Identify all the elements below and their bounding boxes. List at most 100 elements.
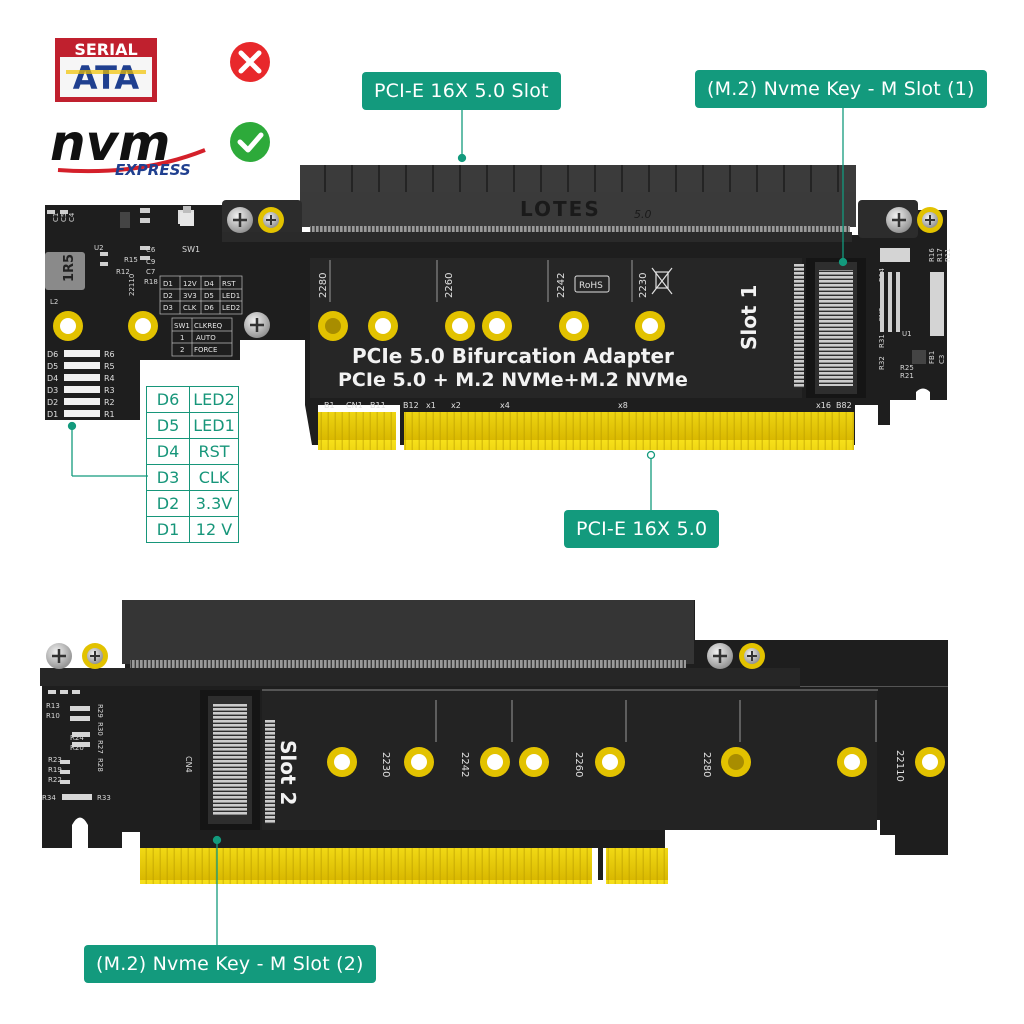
standoff-holes-bottom	[327, 747, 945, 777]
svg-text:C1: C1	[52, 213, 60, 222]
svg-text:LED2: LED2	[222, 304, 240, 312]
svg-text:R3: R3	[104, 386, 115, 395]
svg-text:x16: x16	[816, 401, 831, 410]
svg-text:B82: B82	[836, 401, 852, 410]
svg-text:C9: C9	[146, 258, 155, 266]
svg-text:D5: D5	[47, 362, 58, 371]
svg-text:22110: 22110	[128, 274, 136, 296]
svg-text:D1: D1	[163, 280, 173, 288]
led-id: D5	[146, 412, 190, 439]
pcie-gold-fingers-bottom-x16	[140, 848, 592, 884]
svg-text:x8: x8	[618, 401, 628, 410]
silk-clkreq-table: SW1 CLKREQ 1 AUTO 2 FORCE	[171, 317, 233, 357]
svg-text:R32: R32	[878, 356, 886, 370]
svg-text:R27: R27	[96, 740, 104, 754]
svg-text:L2: L2	[50, 298, 58, 306]
sata-logo: SERIAL ATA	[55, 38, 157, 102]
svg-text:R29: R29	[96, 704, 104, 718]
svg-text:R21: R21	[900, 372, 914, 380]
svg-text:D3: D3	[163, 304, 173, 312]
led-array: D6 D5 D4 D3 D2 D1 R6 R5 R4 R3 R2 R1	[47, 350, 115, 419]
svg-text:R24: R24	[70, 734, 84, 742]
svg-text:R13: R13	[46, 702, 60, 710]
m2-connector-slot1	[794, 258, 866, 398]
svg-text:2242: 2242	[556, 273, 567, 298]
svg-text:CLKREQ: CLKREQ	[194, 322, 223, 330]
svg-text:D4: D4	[204, 280, 214, 288]
svg-text:C3: C3	[938, 355, 946, 364]
led-function: 3.3V	[189, 490, 239, 517]
svg-text:U2: U2	[94, 244, 104, 252]
svg-text:R16: R16	[928, 248, 936, 262]
svg-text:FORCE: FORCE	[194, 346, 217, 354]
svg-text:D2: D2	[163, 292, 173, 300]
silk-led-table: D1 12V D4 RST D2 3V3 D5 LED1 D3 CLK D6 L…	[159, 275, 243, 315]
slot2-label: Slot 2	[276, 740, 300, 805]
svg-text:R31: R31	[878, 334, 886, 348]
led-id: D4	[146, 438, 190, 465]
callout-m2-slot2: (M.2) Nvme Key - M Slot (2)	[84, 945, 376, 983]
dip-switch-sw1: SW1	[180, 206, 200, 254]
svg-text:RoHS: RoHS	[579, 281, 603, 291]
svg-text:B11: B11	[370, 401, 386, 410]
callout-m2-slot1: (M.2) Nvme Key - M Slot (1)	[695, 70, 987, 108]
check-icon	[230, 122, 270, 162]
svg-text:ATA: ATA	[73, 59, 140, 97]
svg-text:R28: R28	[96, 758, 104, 772]
led-function: LED2	[189, 386, 239, 413]
svg-text:SERIAL: SERIAL	[74, 40, 137, 59]
pcie-gold-fingers-x16	[404, 412, 854, 450]
led-function: CLK	[189, 464, 239, 491]
svg-text:R19: R19	[48, 766, 62, 774]
adapter-title-line2: PCIe 5.0 + M.2 NVMe+M.2 NVMe	[338, 369, 688, 391]
bottom-adapter-board: Slot 2 CN4 2230 2242 2260 2280 22110	[40, 600, 948, 884]
svg-text:R20: R20	[70, 744, 84, 752]
standoff-holes	[53, 311, 665, 341]
svg-text:R18: R18	[144, 278, 158, 286]
svg-text:R1: R1	[104, 410, 115, 419]
led-function: LED1	[189, 412, 239, 439]
svg-text:12V: 12V	[183, 280, 197, 288]
inductor	[45, 252, 85, 290]
led-id: D6	[146, 386, 190, 413]
svg-text:R2: R2	[104, 398, 115, 407]
m2-connector-slot2	[200, 690, 275, 830]
screw-icons	[227, 207, 943, 338]
svg-text:22110: 22110	[894, 750, 905, 782]
svg-text:2260: 2260	[573, 752, 584, 777]
svg-text:R5: R5	[104, 362, 115, 371]
svg-text:B12: B12	[403, 401, 419, 410]
leader-lines	[67, 108, 848, 946]
svg-text:D3: D3	[47, 386, 58, 395]
rohs-mark: RoHS	[574, 275, 610, 293]
svg-text:2: 2	[180, 346, 184, 354]
svg-text:R33: R33	[97, 794, 111, 802]
svg-text:CN1: CN1	[346, 401, 363, 410]
svg-text:SW1: SW1	[182, 245, 200, 254]
svg-text:x1: x1	[426, 401, 436, 410]
svg-text:D4: D4	[47, 374, 58, 383]
led-function: RST	[189, 438, 239, 465]
svg-text:nvm: nvm	[50, 114, 170, 172]
svg-text:FB1: FB1	[928, 351, 936, 364]
svg-text:1: 1	[180, 334, 184, 342]
svg-text:R30: R30	[96, 722, 104, 736]
svg-text:1R5: 1R5	[62, 254, 77, 282]
svg-text:R23: R23	[48, 756, 62, 764]
pcie-gold-fingers-bottom-x1	[606, 848, 668, 884]
svg-text:R22: R22	[48, 776, 62, 784]
callout-pcie-finger: PCI-E 16X 5.0	[564, 510, 720, 548]
svg-text:2260: 2260	[444, 273, 455, 298]
svg-text:C6: C6	[146, 246, 156, 254]
svg-text:R6: R6	[104, 350, 115, 359]
svg-text:R10: R10	[46, 712, 60, 720]
svg-text:C5: C5	[60, 213, 68, 222]
cross-icon	[230, 42, 270, 82]
svg-text:R4: R4	[104, 374, 115, 383]
led-id: D1	[146, 516, 190, 543]
callout-pcie-slot: PCI-E 16X 5.0 Slot	[362, 72, 561, 110]
